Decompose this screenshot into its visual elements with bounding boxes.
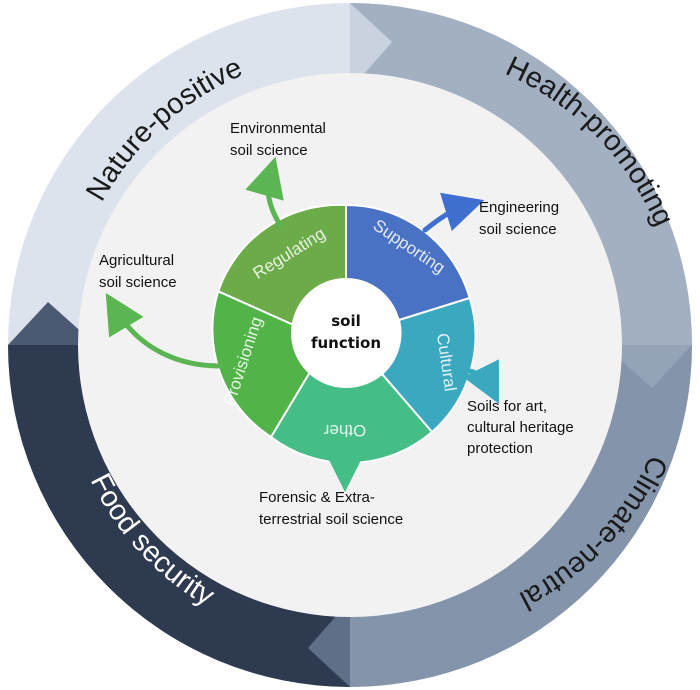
art-label-line1: Soils for art, xyxy=(467,398,547,415)
supporting-arrow xyxy=(422,192,485,233)
ring-chevron-top xyxy=(350,3,392,90)
environmental-label-line1: Environmental xyxy=(230,120,326,137)
center-hub xyxy=(291,278,401,388)
arrows xyxy=(105,156,499,492)
ring-chevron-left xyxy=(8,302,96,345)
cultural-arrow xyxy=(462,359,499,404)
function-wheel xyxy=(211,203,477,465)
art-label-line3: protection xyxy=(467,440,533,457)
center-title-line1: soil xyxy=(331,312,361,330)
agricultural-label-line2: soil science xyxy=(99,274,177,291)
forensic-label-line1: Forensic & Extra- xyxy=(259,489,375,506)
ring-chevron-right xyxy=(604,345,692,388)
agricultural-label-line1: Agricultural xyxy=(99,252,174,269)
center-title-line2: function xyxy=(311,334,381,352)
forensic-label-line2: terrestrial soil science xyxy=(259,511,403,528)
ring-chevron-bottom xyxy=(308,600,350,687)
provisioning-arrow xyxy=(105,292,223,369)
regulating-arrow xyxy=(245,156,284,228)
other-label: Other xyxy=(323,421,366,440)
engineering-label-line2: soil science xyxy=(479,221,557,238)
environmental-label-line2: soil science xyxy=(230,142,308,159)
engineering-label-line1: Engineering xyxy=(479,199,559,216)
art-label-line2: cultural heritage xyxy=(467,419,574,436)
